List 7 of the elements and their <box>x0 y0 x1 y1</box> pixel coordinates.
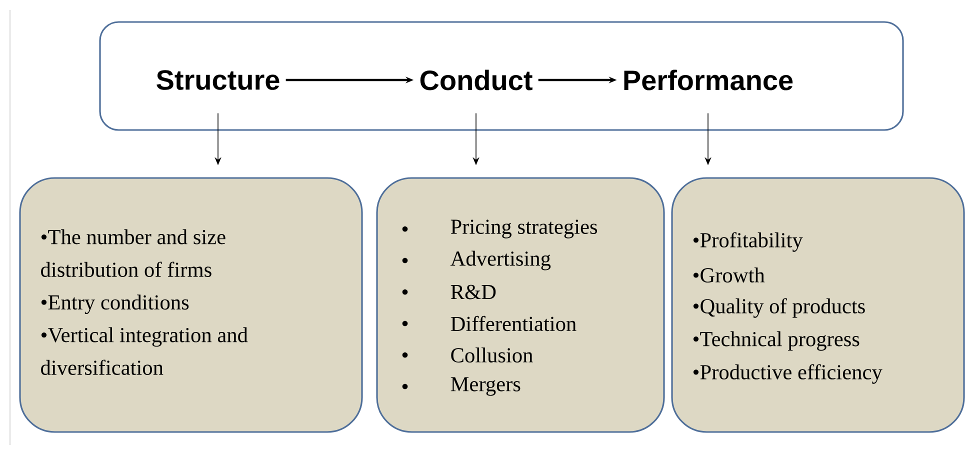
rounded-box: •Profitability •Growth •Quality of products •Technical progress •Productive efficiency <box>671 177 965 433</box>
stage-label: Conduct <box>420 70 532 90</box>
rounded-box: Pricing strategies Advertising R&D Differentiation Collusion Mergers <box>376 177 665 433</box>
stage-label: Structure <box>156 70 280 90</box>
stage-label: Performance <box>624 70 793 90</box>
rounded-box: •The number and size distribution of firms •Entry conditions •Vertical integration and diversification <box>19 177 363 433</box>
rounded-box <box>99 21 904 131</box>
